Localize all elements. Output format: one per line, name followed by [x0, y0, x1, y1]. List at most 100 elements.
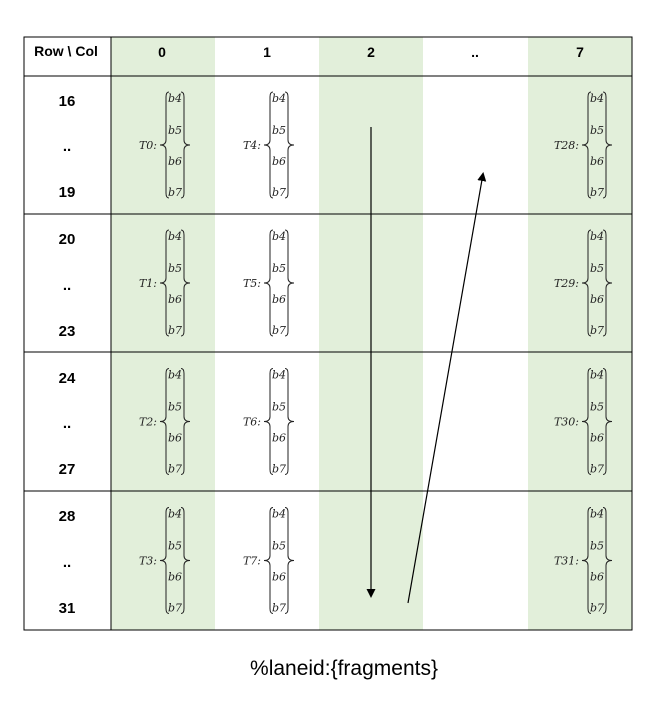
fragment-label: b7	[272, 324, 286, 337]
thread-label: T3:	[139, 555, 157, 568]
fragment-label: b7	[272, 186, 286, 199]
table-border	[23, 36, 633, 631]
fragment-label: b7	[590, 463, 604, 476]
fragment-label: b6	[590, 155, 604, 168]
fragment-label: b6	[272, 155, 286, 168]
shaded-column	[528, 37, 632, 630]
fragment-label: b6	[590, 293, 604, 306]
fragment-label: b5	[272, 124, 286, 137]
row-label-ellipsis: ..	[63, 277, 71, 294]
left-brace	[159, 507, 170, 614]
row-label-end: 19	[59, 184, 76, 201]
thread-fragment-cell: T31: b4 b5 b6 b7	[554, 507, 613, 615]
left-brace	[263, 368, 274, 475]
row-label-start: 16	[59, 93, 76, 110]
row-label-end: 31	[59, 600, 76, 617]
fragment-label: b4	[272, 508, 286, 521]
thread-label: T6:	[243, 416, 261, 429]
right-brace	[180, 507, 191, 614]
thread-label: T29:	[554, 277, 579, 290]
row-label-start: 24	[59, 370, 76, 387]
fragment-label: b6	[168, 293, 182, 306]
left-brace	[581, 507, 592, 614]
col-header-7: 7	[576, 44, 584, 60]
left-brace	[263, 229, 274, 337]
right-brace	[284, 368, 295, 475]
fragment-label: b7	[590, 324, 604, 337]
fragment-label: b4	[590, 230, 604, 243]
col-header-1: 1	[263, 44, 271, 60]
left-brace	[159, 368, 170, 475]
up-arrow	[407, 172, 487, 604]
fragment-label: b4	[168, 230, 182, 243]
left-brace	[159, 229, 170, 337]
left-brace	[581, 368, 592, 475]
thread-fragment-cell: T6: b4 b5 b6 b7	[243, 368, 295, 476]
fragment-label: b7	[168, 324, 182, 337]
thread-label: T30:	[554, 416, 579, 429]
fragment-label: b4	[590, 508, 604, 521]
fragment-label: b4	[590, 92, 604, 105]
row-label-start: 20	[59, 231, 76, 248]
fragment-label: b6	[272, 432, 286, 445]
fragment-label: b4	[272, 92, 286, 105]
thread-label: T2:	[139, 416, 157, 429]
right-brace	[284, 507, 295, 614]
right-brace	[180, 368, 191, 475]
fragment-label: b7	[590, 186, 604, 199]
fragment-label: b5	[272, 401, 286, 414]
thread-label: T0:	[139, 139, 157, 152]
right-brace	[602, 368, 613, 475]
col-header-2: 2	[367, 44, 375, 60]
fragment-label: b4	[272, 369, 286, 382]
fragment-label: b4	[168, 92, 182, 105]
thread-cells: T0:b4b5b6b7T4:b4b5b6b7T28:b4b5b6b7T1:b4b…	[139, 91, 613, 615]
thread-label: T31:	[554, 555, 579, 568]
row-label-end: 27	[59, 461, 76, 478]
fragment-label: b7	[272, 463, 286, 476]
row-label-start: 28	[59, 508, 76, 525]
fragment-label: b6	[168, 155, 182, 168]
fragment-label: b5	[590, 540, 604, 553]
right-brace	[284, 91, 295, 199]
row-label-ellipsis: ..	[63, 138, 71, 155]
col-header-ellipsis: ..	[471, 44, 479, 60]
thread-fragment-cell: T1: b4 b5 b6 b7	[139, 229, 191, 337]
left-brace	[263, 91, 274, 199]
row-label-end: 23	[59, 323, 76, 340]
thread-label: T1:	[139, 277, 157, 290]
row-label-ellipsis: ..	[63, 415, 71, 432]
fragment-label: b5	[590, 401, 604, 414]
thread-label: T28:	[554, 139, 579, 152]
corner-header: Row \ Col	[34, 43, 98, 59]
fragment-label: b6	[168, 571, 182, 584]
right-brace	[602, 229, 613, 337]
fragment-label: b4	[168, 369, 182, 382]
fragment-label: b5	[272, 262, 286, 275]
fragment-label: b5	[168, 401, 182, 414]
fragment-label: b4	[272, 230, 286, 243]
fragment-label: b7	[272, 602, 286, 615]
right-brace	[602, 91, 613, 199]
fragment-label: b7	[590, 602, 604, 615]
fragment-label: b5	[168, 540, 182, 553]
fragment-label: b6	[590, 432, 604, 445]
fragment-label: b5	[168, 262, 182, 275]
thread-label: T7:	[243, 555, 261, 568]
right-brace	[180, 229, 191, 337]
left-brace	[581, 229, 592, 337]
fragment-label: b6	[272, 293, 286, 306]
fragment-label: b4	[168, 508, 182, 521]
fragment-label: b5	[168, 124, 182, 137]
fragment-label: b6	[272, 571, 286, 584]
fragment-label: b6	[590, 571, 604, 584]
